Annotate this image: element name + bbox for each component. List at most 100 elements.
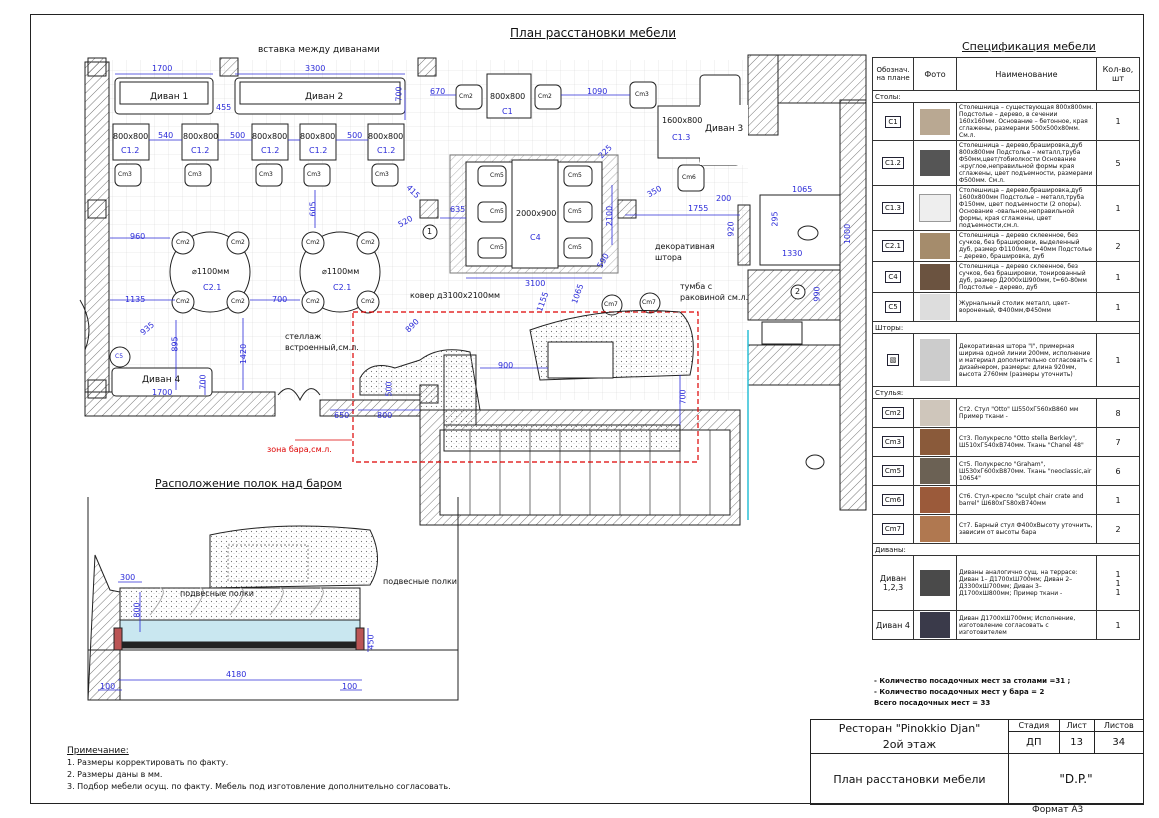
photo-thumbnail xyxy=(920,400,950,426)
photo-thumbnail xyxy=(920,264,950,290)
dim-540: 540 xyxy=(158,131,174,140)
spec-row: ▧Декоративная штора "I", примерная ширин… xyxy=(872,333,1140,387)
table-c1 xyxy=(486,73,532,119)
photo-thumbnail xyxy=(920,339,950,381)
label-sofa-4: Диван 4 xyxy=(142,375,181,385)
dim-500: 500 xyxy=(230,131,246,140)
chair-cm3: Cm3 xyxy=(375,171,389,178)
code-c12: С1.2 xyxy=(377,146,396,155)
right-wall xyxy=(839,99,867,511)
dim-2100: 2100 xyxy=(605,205,615,227)
label-round-table: ⌀1100мм xyxy=(322,267,360,276)
chair-cm7: Cm7 xyxy=(642,299,656,306)
code-c13: С1.3 xyxy=(672,133,691,142)
stage-value: ДП xyxy=(1008,731,1060,754)
chair-cm2: Cm2 xyxy=(231,298,245,305)
label-table-800: 800х800 xyxy=(490,92,526,101)
bar-counter-top xyxy=(209,525,378,589)
label-stand-1: тумба с xyxy=(680,282,713,291)
label-curtain-2: штора xyxy=(655,253,682,262)
chair-cm2: Cm2 xyxy=(538,93,552,100)
table-c12 xyxy=(299,123,337,161)
spec-col-photo: Фото xyxy=(913,57,957,91)
code-c12: С1.2 xyxy=(261,146,280,155)
chair-cm5: Cm5 xyxy=(490,208,504,215)
dim-1755: 1755 xyxy=(688,204,709,213)
hanging-shelves xyxy=(119,619,361,643)
dim-1090: 1090 xyxy=(587,87,608,96)
label-bar-zone: зона бара,см.л. xyxy=(267,445,332,454)
dim-1000: 1000 xyxy=(843,223,853,245)
code-c1: С1 xyxy=(502,107,513,116)
chair-cm5: Cm5 xyxy=(568,172,582,179)
spec-section-tables: Столы: xyxy=(872,90,1140,103)
spec-col-code: Обознач. на плане xyxy=(872,57,914,91)
chair-cm5: Cm5 xyxy=(490,244,504,251)
shelf-plan xyxy=(87,497,459,701)
chair-cm3: Cm3 xyxy=(118,171,132,178)
spec-title: Спецификация мебели xyxy=(962,40,1096,53)
floor-plan xyxy=(79,54,867,526)
sheet-value: 13 xyxy=(1058,731,1095,754)
chair-cm6: Cm6 xyxy=(682,174,696,181)
dim-500: 500 xyxy=(347,131,363,140)
shelf-plan-title: Расположение полок над баром xyxy=(155,477,342,490)
code-c12: С1.2 xyxy=(309,146,328,155)
table-c12 xyxy=(251,123,289,161)
table-c4 xyxy=(511,159,559,269)
sheets-value: 34 xyxy=(1093,731,1145,754)
dim-635: 635 xyxy=(450,205,466,214)
marker-2: 2 xyxy=(795,287,801,296)
dim-1135: 1135 xyxy=(125,295,146,304)
chair-cm5: Cm5 xyxy=(568,244,582,251)
dim-700: 700 xyxy=(678,389,688,405)
photo-thumbnail xyxy=(920,516,950,542)
dim-920: 920 xyxy=(726,221,736,237)
label-table-2000: 2000х900 xyxy=(516,209,557,218)
table-c13 xyxy=(657,105,703,159)
dim-670: 670 xyxy=(430,87,446,96)
chair-cm3: Cm3 xyxy=(259,171,273,178)
chair-cm2: Cm2 xyxy=(361,298,375,305)
dim-700: 700 xyxy=(272,295,288,304)
label-table-800: 800х800 xyxy=(368,132,404,141)
label-table-800: 800х800 xyxy=(252,132,288,141)
title-block: Ресторан "Pinokkio Djan" 2ой этаж Стадия… xyxy=(810,719,1145,805)
dim-800: 800 xyxy=(132,602,142,618)
table-c12 xyxy=(367,123,405,161)
sheets-header: Листов xyxy=(1093,719,1145,732)
dim-900: 900 xyxy=(498,361,514,370)
floor-name: 2ой этаж xyxy=(882,737,937,751)
table-c12 xyxy=(181,123,219,161)
drawing-name: План расстановки мебели xyxy=(810,753,1009,805)
spec-col-qty: Кол-во, шт xyxy=(1096,57,1140,91)
dim-990: 990 xyxy=(812,286,822,302)
photo-thumbnail xyxy=(920,612,950,638)
chair-cm2: Cm2 xyxy=(176,298,190,305)
spec-section-curtains: Шторы: xyxy=(872,321,1140,334)
photo-thumbnail xyxy=(920,570,950,596)
chair-cm2: Cm2 xyxy=(306,239,320,246)
label-sofa-1: Диван 1 xyxy=(150,92,189,102)
dim-1700: 1700 xyxy=(152,64,173,73)
label-round-table: ⌀1100мм xyxy=(192,267,230,276)
summary-3: Всего посадочных мест = 33 xyxy=(874,699,991,707)
label-table-800: 800х800 xyxy=(300,132,336,141)
chair-cm7: Cm7 xyxy=(604,301,618,308)
photo-thumbnail xyxy=(920,233,950,259)
dim-650: 650 xyxy=(334,411,350,420)
dim-3100: 3100 xyxy=(525,279,546,288)
dim-1700: 1700 xyxy=(152,388,173,397)
label-hanging-shelves: подвесные полки xyxy=(383,577,457,586)
label-stand-2: раковиной см.л. xyxy=(680,293,749,302)
label-carpet: ковер д3100х2100мм xyxy=(410,291,501,300)
